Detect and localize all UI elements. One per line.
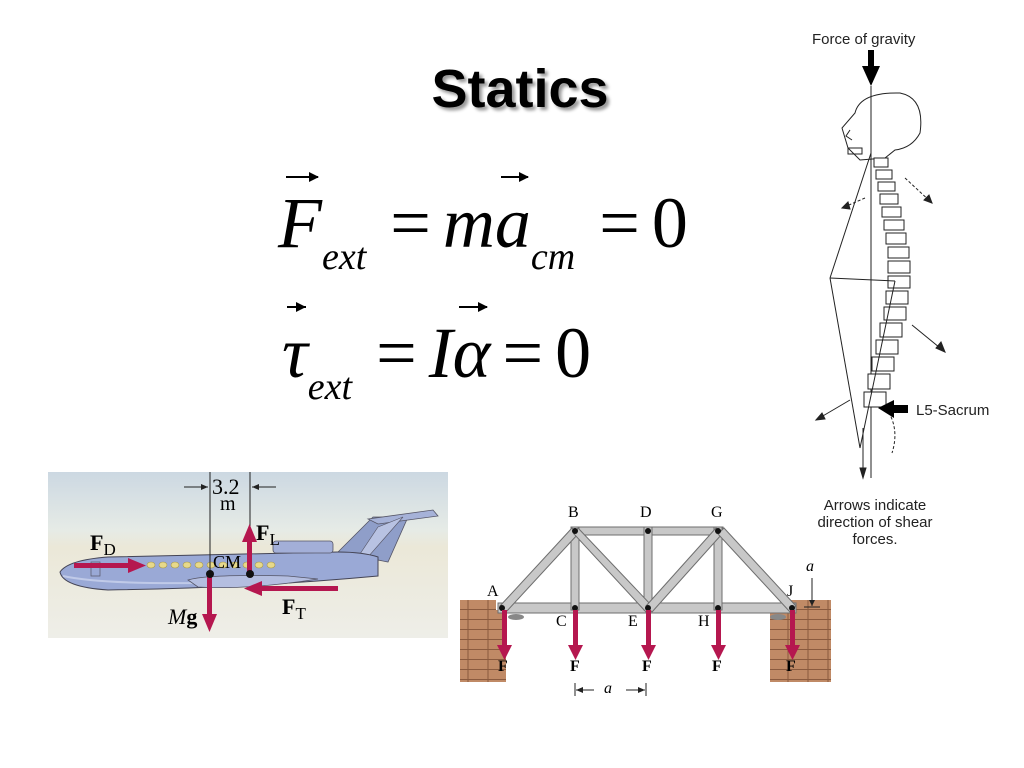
zero-value: 0: [651, 183, 688, 263]
caption-line: direction of shear: [817, 514, 933, 531]
dimension-value: 3.2: [212, 474, 240, 499]
airplane-diagram: 3.2 m FD FL CM FT Mg: [48, 472, 448, 638]
l5-sacrum-label: L5-Sacrum: [916, 402, 990, 419]
shear-caption: Arrows indicate direction of shear force…: [800, 497, 950, 548]
equals-sign: =: [599, 183, 640, 263]
joint-j-label: J: [787, 583, 794, 600]
lift-arrow-icon: [242, 524, 257, 542]
acceleration-subscript: cm: [530, 236, 576, 278]
joint-g-label: G: [711, 504, 723, 521]
height-label: a: [806, 558, 814, 575]
mass-symbol: m: [442, 183, 495, 263]
load-arrow-icon: [711, 645, 726, 660]
thrust-arrow-icon: [244, 581, 262, 596]
l5-arrow-icon: [878, 400, 908, 418]
joint-h-label: H: [698, 613, 710, 630]
angular-acceleration-vector: α: [452, 302, 491, 393]
thrust-force-label: FT: [282, 594, 306, 623]
load-arrow-icon: [568, 645, 583, 660]
caption-line: forces.: [852, 531, 898, 548]
force-vector: F: [278, 172, 322, 263]
load-label: F: [570, 658, 580, 675]
joint-c-label: C: [556, 613, 567, 630]
weight-arrow-icon: [202, 614, 217, 632]
joint-d-label: D: [640, 504, 652, 521]
load-label: F: [712, 658, 722, 675]
gravity-arrow-icon: [862, 50, 880, 86]
load-arrow-icon: [497, 645, 512, 660]
load-arrow-icon: [641, 645, 656, 660]
load-label: F: [642, 658, 652, 675]
equals-sign: =: [376, 313, 417, 393]
caption-line: Arrows indicate: [823, 497, 927, 514]
spine-diagram: [814, 50, 946, 480]
equals-sign: =: [502, 313, 544, 393]
slide-title: Statics: [431, 59, 609, 119]
torque-vector: τ: [282, 302, 308, 393]
weight-force-label: Mg: [168, 604, 198, 629]
equals-sign: =: [390, 183, 431, 263]
left-support: [460, 600, 506, 682]
drag-arrow-icon: [128, 558, 146, 573]
zero-value: 0: [555, 313, 592, 393]
acceleration-vector: a: [494, 172, 531, 263]
inertia-symbol: I: [428, 313, 453, 393]
load-label: F: [498, 658, 508, 675]
torque-subscript: ext: [307, 366, 353, 408]
gravity-label: Force of gravity: [812, 31, 916, 48]
truss-diagram: B D G A C E H J F F F F F a a: [458, 500, 838, 710]
cm-label: CM: [213, 552, 242, 572]
force-subscript: ext: [321, 236, 367, 278]
load-arrow-icon: [785, 645, 800, 660]
spacing-label: a: [604, 680, 612, 697]
lift-force-label: FL: [256, 520, 280, 549]
dimension-unit: m: [220, 493, 236, 515]
load-label: F: [786, 658, 796, 675]
right-support: [770, 600, 831, 682]
joint-b-label: B: [568, 504, 579, 521]
force-balance-equation: Fext=macm=0: [278, 172, 688, 279]
drag-force-label: FD: [90, 530, 116, 559]
joint-a-label: A: [487, 583, 499, 600]
torque-balance-equation: τext=Iα=0: [282, 302, 592, 409]
joint-e-label: E: [628, 613, 638, 630]
